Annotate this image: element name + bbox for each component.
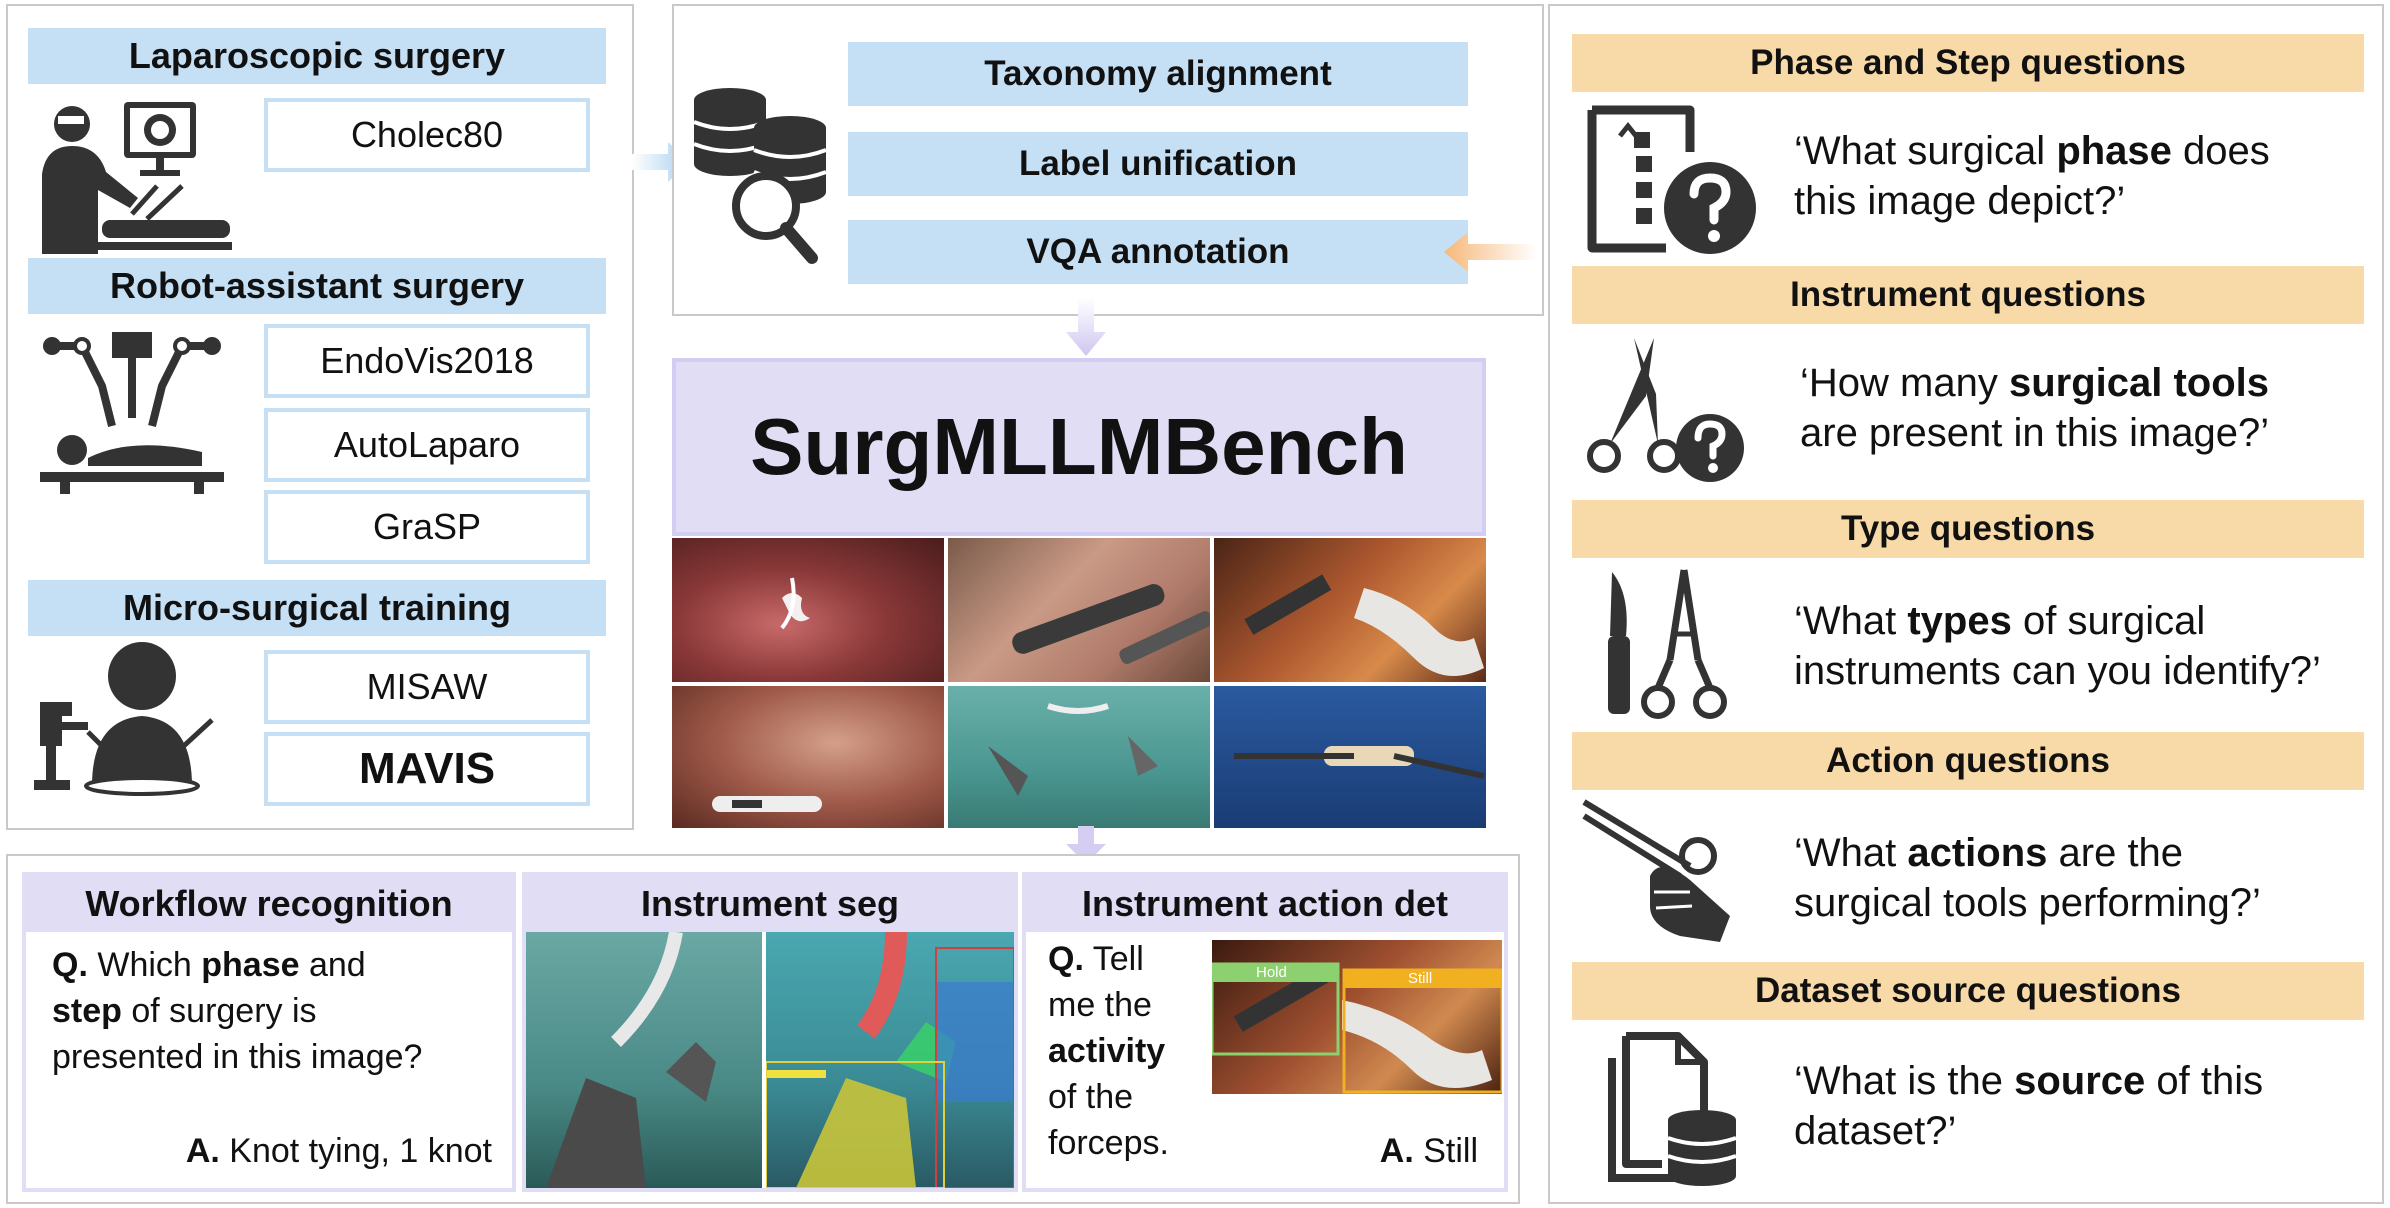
action-box-label-hold: Hold	[1256, 964, 1287, 981]
workflow-q-text1: Which	[87, 946, 202, 984]
surgical-image-5	[948, 686, 1210, 828]
surgical-image-1	[672, 538, 944, 682]
q5-text1: ‘What is the	[1794, 1059, 2015, 1103]
surgical-image-grid	[672, 538, 1486, 828]
surgical-image-4	[672, 686, 944, 828]
surgical-image-2	[948, 538, 1210, 682]
workflow-answer: A. Knot tying, 1 knot	[186, 1132, 492, 1171]
q1-text1: ‘What surgical	[1794, 129, 2057, 173]
surgical-image-3	[1214, 538, 1486, 682]
flowchart-question-icon	[1580, 98, 1760, 258]
q1-text2: does	[2171, 129, 2270, 173]
workflow-q-phase: phase	[201, 946, 300, 984]
scissors-question-icon	[1580, 332, 1760, 482]
workflow-a-prefix: A.	[185, 1132, 220, 1170]
q2-bold: surgical tools	[2008, 361, 2270, 405]
workflow-a-text: Knot tying, 1 knot	[219, 1132, 492, 1170]
step-vqa-annotation: VQA annotation	[848, 220, 1468, 284]
q5-text3: dataset?’	[1794, 1109, 1957, 1153]
q4-text1: ‘What	[1794, 831, 1908, 875]
workflow-question: Q. Which phase and step of surgery is pr…	[52, 942, 502, 1080]
action-a-prefix: A.	[1379, 1132, 1414, 1170]
laparoscopic-header: Laparoscopic surgery	[28, 28, 606, 84]
tasks-panel: Workflow recognition Q. Which phase and …	[6, 854, 1520, 1204]
q1-bold: phase	[2056, 129, 2172, 173]
task-seg-title: Instrument seg	[526, 876, 1014, 932]
action-q-text4: forceps.	[1048, 1124, 1169, 1162]
bench-title: SurgMLLMBench	[750, 402, 1408, 491]
datasets-panel: Laparoscopic surgery Cholec80 Robot-assi…	[6, 4, 634, 830]
action-question: Q. Tell me the activity of the forceps.	[1048, 936, 1198, 1166]
q4-text2: are the	[2047, 831, 2184, 875]
action-q-text1: Tell	[1083, 940, 1144, 978]
action-a-text: Still	[1413, 1132, 1478, 1170]
dataset-misaw: MISAW	[264, 650, 590, 724]
q2-text1: ‘How many	[1800, 361, 2009, 405]
hand-scissors-icon	[1580, 796, 1760, 946]
q2-text3: are present in this image?’	[1800, 411, 2270, 455]
action-answer: A. Still	[1380, 1132, 1478, 1171]
processing-panel: Taxonomy alignment Label unification VQA…	[672, 4, 1544, 316]
task-workflow-title: Workflow recognition	[26, 876, 512, 932]
q4-bold: actions	[1907, 831, 2048, 875]
dataset-endovis2018: EndoVis2018	[264, 324, 590, 398]
dataset-autolaparo: AutoLaparo	[264, 408, 590, 482]
arrow-process-to-bench	[1064, 298, 1108, 358]
q1-text3: this image depict?’	[1794, 179, 2126, 223]
question-header-action: Action questions	[1572, 732, 2364, 790]
action-q-prefix: Q.	[1048, 940, 1084, 978]
seg-mask-image	[766, 932, 1014, 1188]
seg-raw-image	[526, 932, 762, 1188]
question-text-type: ‘What types of surgical instruments can …	[1794, 596, 2384, 696]
q3-bold: types	[1907, 599, 2012, 643]
action-q-text3: of the	[1048, 1078, 1134, 1116]
question-text-instrument: ‘How many surgical tools are present in …	[1800, 358, 2370, 458]
task-action-card: Instrument action det Q. Tell me the act…	[1022, 872, 1508, 1192]
question-header-type: Type questions	[1572, 500, 2364, 558]
q3-text3: instruments can you identify?’	[1794, 649, 2321, 693]
q3-text2: of surgical	[2011, 599, 2206, 643]
step-label-unification: Label unification	[848, 132, 1468, 196]
question-header-dataset-source: Dataset source questions	[1572, 962, 2364, 1020]
q3-text1: ‘What	[1794, 599, 1908, 643]
document-database-icon	[1592, 1028, 1752, 1188]
database-search-icon	[690, 82, 840, 272]
dataset-cholec80: Cholec80	[264, 98, 590, 172]
q4-text3: surgical tools performing?’	[1794, 881, 2261, 925]
micro-training-icon	[32, 636, 232, 796]
step-taxonomy-alignment: Taxonomy alignment	[848, 42, 1468, 106]
action-box-label-still: Still	[1408, 970, 1433, 987]
laparoscopic-surgeon-icon	[32, 94, 232, 254]
robot-header: Robot-assistant surgery	[28, 258, 606, 314]
question-text-phase-step: ‘What surgical phase does this image dep…	[1794, 126, 2364, 226]
workflow-q-prefix: Q.	[52, 946, 88, 984]
workflow-q-text4: presented in this image?	[52, 1038, 423, 1076]
q5-bold: source	[2014, 1059, 2146, 1103]
task-seg-card: Instrument seg	[522, 872, 1018, 1192]
micro-header: Micro-surgical training	[28, 580, 606, 636]
question-text-action: ‘What actions are the surgical tools per…	[1794, 828, 2364, 928]
action-det-image: Hold Still	[1212, 940, 1502, 1094]
scalpel-forceps-icon	[1600, 564, 1730, 724]
questions-panel: Phase and Step questions ‘What surgical …	[1548, 4, 2384, 1204]
action-q-activity: activity	[1048, 1032, 1166, 1070]
task-action-title: Instrument action det	[1026, 876, 1504, 932]
surgical-image-6	[1214, 686, 1486, 828]
arrow-bench-to-tasks	[1064, 826, 1108, 866]
dataset-grasp: GraSP	[264, 490, 590, 564]
question-text-dataset-source: ‘What is the source of this dataset?’	[1794, 1056, 2364, 1156]
bench-title-box: SurgMLLMBench	[672, 358, 1486, 536]
question-header-phase-step: Phase and Step questions	[1572, 34, 2364, 92]
dataset-mavis: MAVIS	[264, 732, 590, 806]
question-header-instrument: Instrument questions	[1572, 266, 2364, 324]
q5-text2: of this	[2145, 1059, 2264, 1103]
robot-surgery-icon	[32, 326, 232, 496]
action-q-text2: me the	[1048, 986, 1152, 1024]
workflow-q-text2: and	[299, 946, 366, 984]
arrow-questions-to-vqa	[1440, 230, 1536, 274]
workflow-q-step: step	[52, 992, 122, 1030]
task-workflow-card: Workflow recognition Q. Which phase and …	[22, 872, 516, 1192]
workflow-q-text3: of surgery is	[121, 992, 317, 1030]
